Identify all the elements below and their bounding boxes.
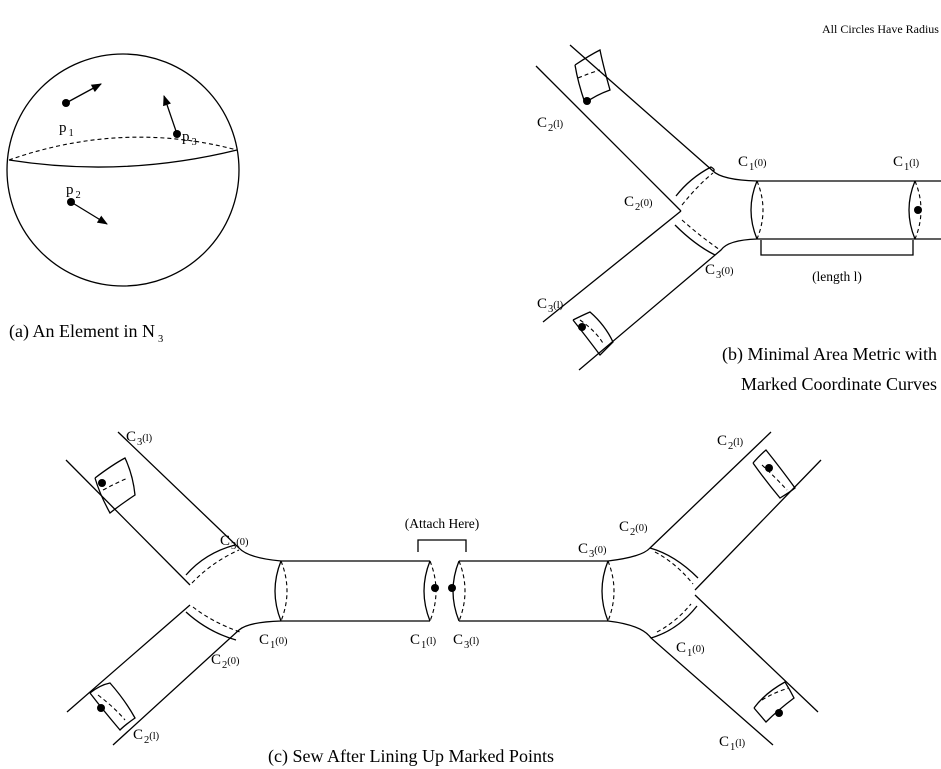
panel-c: (Attach Here) C3(l) C3(0) C1(0) C2(0) C2…	[65, 429, 822, 767]
junction-circle-c2-0-back	[681, 172, 714, 206]
marker-left-c1l	[431, 584, 439, 592]
marker-c3l	[578, 323, 586, 331]
right-junction-circle-lower-back	[656, 603, 692, 633]
right-arm-lower-outer-edge	[694, 594, 819, 713]
caption-b-line2: Marked Coordinate Curves	[741, 374, 937, 394]
arm-3-outer-edge	[542, 210, 682, 323]
marker-left-c2l	[97, 704, 105, 712]
label-b-c3-0: C3(0)	[705, 262, 734, 281]
left-junction-circle-lower	[185, 611, 237, 641]
left-junction-circle-upper	[185, 544, 236, 576]
left-arm-upper-end-circle	[94, 457, 136, 514]
caption-c: (c) Sew After Lining Up Marked Points	[268, 746, 554, 767]
left-arm-upper-end-circle-back	[102, 477, 129, 491]
label-c-attach-c1-l: C1(l)	[410, 632, 437, 651]
panel-b: (length l) C2(l) C2(0) C1(0) C1(l) C3(0)…	[535, 44, 941, 394]
label-b-c1-0: C1(0)	[738, 154, 767, 173]
marker-left-c3l	[98, 479, 106, 487]
label-b-c2-0: C2(0)	[624, 194, 653, 213]
label-b-c2-l: C2(l)	[537, 115, 564, 134]
right-junction-circle-upper-back	[654, 551, 694, 585]
equator-back	[8, 136, 238, 161]
arm-3-inner-edge	[578, 238, 758, 371]
left-junction-circle-upper-back	[191, 549, 240, 584]
left-cylinder-end-circle	[423, 560, 431, 622]
label-c-left-c3-l: C3(l)	[126, 429, 153, 448]
label-c-right-c3-0: C3(0)	[578, 541, 607, 560]
right-junction-circle-lower	[650, 605, 698, 639]
tangent-arrow-p1	[65, 83, 102, 104]
left-arm-lower-inner-edge	[112, 620, 282, 746]
left-arm-lower-outer-edge	[66, 604, 191, 713]
left-cylinder-start-circle-back	[280, 560, 288, 622]
label-c-left-c2-l: C2(l)	[133, 727, 160, 746]
left-junction-circle-lower-back	[192, 606, 241, 633]
marker-right-c3l	[448, 584, 456, 592]
radius-note: All Circles Have Radius 2 π	[822, 22, 941, 36]
cylinder-1-end-circle-front	[908, 180, 916, 240]
tangent-arrow-p2	[70, 201, 108, 225]
arm-2-inner-edge	[569, 44, 758, 182]
right-arm-lower-end-circle-back	[761, 687, 790, 701]
attach-label: (Attach Here)	[405, 516, 480, 531]
arm-3-end-circle-back	[579, 319, 605, 346]
junction-circle-c3-0-front	[674, 224, 716, 256]
arm-2-outer-edge	[535, 65, 682, 212]
label-c-attach-c3-l: C3(l)	[453, 632, 480, 651]
left-arm-upper-outer-edge	[65, 459, 191, 586]
right-cylinder-end-circle	[601, 560, 609, 622]
left-arm-lower-end-circle-back	[97, 694, 126, 721]
right-arm-lower-inner-edge	[607, 620, 774, 746]
arm-2-end-circle-front	[574, 49, 611, 105]
marker-c1l	[914, 206, 922, 214]
junction-circle-c2-0-front	[675, 166, 715, 197]
marker-right-c2l	[765, 464, 773, 472]
label-c-right-c1-l: C1(l)	[719, 734, 746, 753]
caption-b-line1: (b) Minimal Area Metric with	[722, 344, 937, 365]
right-arm-lower-end-circle	[753, 681, 795, 723]
equator-front	[8, 149, 238, 168]
right-arm-upper-inner-edge	[607, 431, 772, 562]
label-c-left-c2-0: C2(0)	[211, 652, 240, 671]
label-c-right-c2-0: C2(0)	[619, 519, 648, 538]
right-arm-upper-end-circle	[752, 449, 796, 499]
cylinder-1-start-circle-front	[750, 180, 758, 240]
label-b-c3-l: C3(l)	[537, 296, 564, 315]
tangent-arrow-p3	[163, 95, 178, 135]
sphere-outline	[6, 53, 240, 287]
attach-bracket	[417, 539, 467, 552]
length-label: (length l)	[812, 269, 862, 284]
marker-right-c1l	[775, 709, 783, 717]
label-b-c1-l: C1(l)	[893, 154, 920, 173]
right-junction-circle-upper	[649, 547, 699, 579]
label-c-right-c1-0: C1(0)	[676, 640, 705, 659]
right-arm-upper-outer-edge	[694, 459, 822, 591]
left-arm-lower-end-circle	[89, 682, 136, 731]
marker-c2l	[583, 97, 591, 105]
arm-2-end-circle-back	[577, 69, 601, 79]
junction-circle-c3-0-back	[681, 219, 721, 251]
right-arm-upper-end-circle-back	[761, 464, 788, 491]
right-cylinder-start-circle-back	[458, 560, 466, 622]
left-cylinder-start-circle	[274, 560, 282, 622]
right-cylinder-end-circle-back	[607, 560, 615, 622]
label-c-left-c3-0: C3(0)	[220, 533, 249, 552]
cylinder-1-start-circle-back	[756, 180, 764, 240]
label-c-right-c2-l: C2(l)	[717, 433, 744, 452]
length-bracket	[760, 240, 914, 256]
left-arm-upper-inner-edge	[117, 431, 282, 562]
label-c-left-c1-0: C1(0)	[259, 632, 288, 651]
arm-3-end-circle-front	[572, 311, 614, 356]
